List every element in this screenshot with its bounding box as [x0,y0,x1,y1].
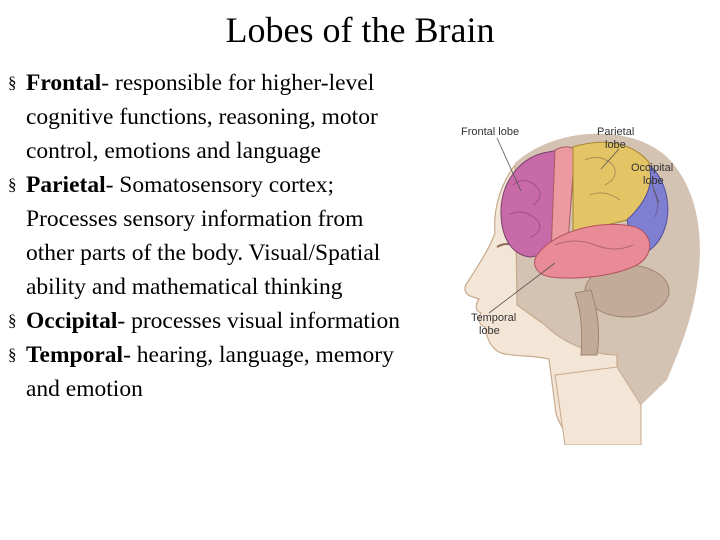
bullet-term: Occipital [26,308,118,334]
bullet-term: Frontal [26,70,102,96]
bullet-list: § Frontal- responsible for higher-level … [8,66,408,406]
bullet-temporal: § Temporal- hearing, language, memory an… [8,338,408,406]
label-occipital-lobe: Occipital [631,162,673,174]
neck [554,366,642,446]
slide-title: Lobes of the Brain [225,10,495,50]
frontal-lobe [500,149,560,258]
bullet-occipital: § Occipital- processes visual informatio… [8,304,408,338]
temporal-lobe [534,223,650,279]
label-temporal-lobe: lobe [479,325,500,337]
bullet-marker: § [8,311,17,330]
bullet-parietal: § Parietal- Somatosensory cortex; Proces… [8,168,408,304]
label-frontal-lobe: Frontal lobe [461,126,519,138]
brain-stem [574,289,600,356]
brain-figure-svg: Frontal lobe Parietal lobe Occipital lob… [461,126,700,446]
bullet-term: Parietal [26,172,106,198]
bullet-marker: § [8,73,17,92]
bullet-marker: § [8,345,17,364]
gyri-texture [508,156,659,250]
label-occipital-lobe: lobe [643,175,664,187]
bullet-text: - hearing, language, memory and emotion [26,342,394,402]
bullet-frontal: § Frontal- responsible for higher-level … [8,66,408,168]
bullet-text: - processes visual information [117,308,400,334]
label-parietal-lobe: Parietal [597,126,634,138]
label-parietal-lobe: lobe [605,139,626,151]
bullet-term: Temporal [26,342,124,368]
bullet-text: - responsible for higher-level cognitive… [26,70,378,164]
leader-lines [488,137,660,314]
brain-lobes-illustration: Frontal lobe Parietal lobe Occipital lob… [405,105,720,446]
bullet-text: - Somatosensory cortex; Processes sensor… [26,172,381,300]
label-temporal-lobe: Temporal [471,312,516,324]
bullet-marker: § [8,175,17,194]
